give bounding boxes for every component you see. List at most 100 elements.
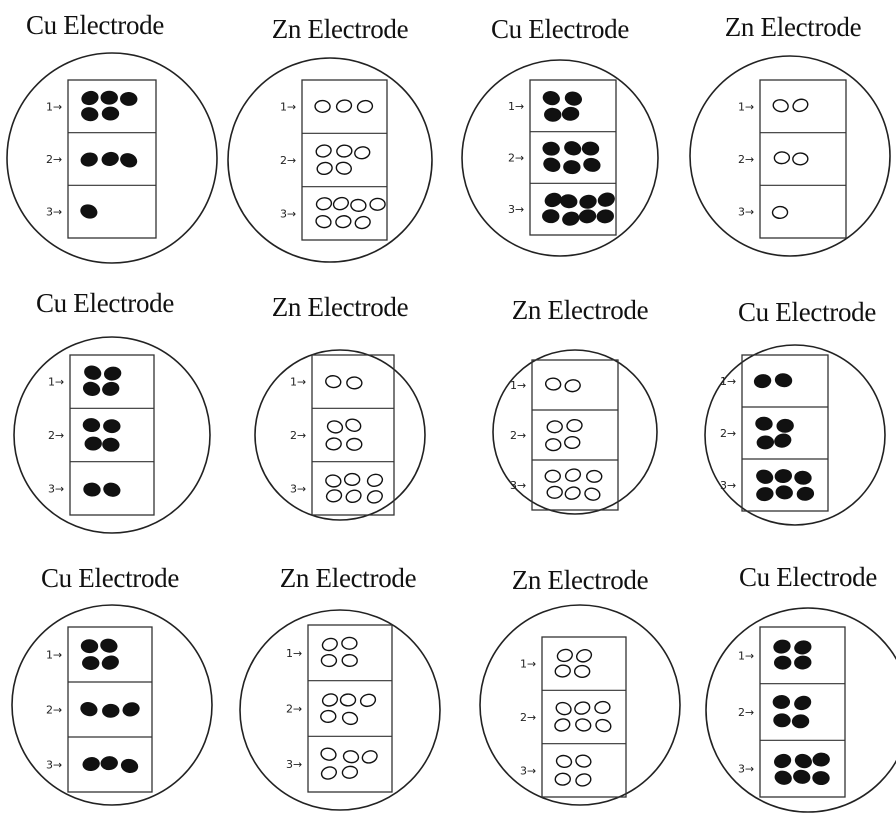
deposit-filled bbox=[794, 753, 813, 770]
row-label: 1→ bbox=[46, 100, 62, 113]
row-label: 3→ bbox=[46, 759, 62, 772]
deposit-outline bbox=[573, 700, 591, 716]
deposit-filled bbox=[773, 639, 791, 654]
deposit-outline bbox=[320, 710, 336, 722]
deposit-outline bbox=[565, 437, 580, 449]
deposit-outline bbox=[345, 473, 360, 485]
deposit-outline bbox=[342, 654, 358, 667]
deposit-outline bbox=[772, 206, 787, 218]
row-label: 1→ bbox=[280, 101, 296, 114]
deposit-filled bbox=[83, 657, 99, 670]
sample-box bbox=[542, 637, 626, 797]
row-label: 3→ bbox=[290, 482, 306, 495]
deposit-filled bbox=[101, 91, 117, 104]
deposit-filled bbox=[82, 756, 100, 771]
deposit-filled bbox=[774, 714, 790, 727]
row-label: 1→ bbox=[738, 100, 754, 113]
panel-title: Zn Electrode bbox=[272, 292, 409, 323]
deposit-filled bbox=[794, 640, 812, 656]
deposit-outline bbox=[341, 711, 359, 726]
row-label: 3→ bbox=[286, 758, 302, 771]
petri-dish: 1→2→3→ bbox=[0, 43, 227, 273]
deposit-filled bbox=[542, 141, 559, 155]
deposit-outline bbox=[344, 417, 362, 433]
deposit-outline bbox=[321, 692, 339, 707]
deposit-filled bbox=[560, 194, 578, 209]
deposit-outline bbox=[547, 420, 563, 433]
deposit-filled bbox=[813, 771, 830, 784]
deposit-outline bbox=[315, 144, 332, 159]
deposit-filled bbox=[101, 756, 118, 770]
deposit-filled bbox=[542, 90, 561, 106]
deposit-filled bbox=[545, 108, 561, 121]
deposit-outline bbox=[774, 151, 790, 164]
deposit-filled bbox=[774, 656, 790, 669]
deposit-outline bbox=[564, 467, 582, 483]
deposit-filled bbox=[83, 482, 100, 496]
deposit-filled bbox=[81, 107, 99, 122]
panel-title: Cu Electrode bbox=[36, 288, 174, 319]
deposit-filled bbox=[103, 482, 122, 498]
deposit-outline bbox=[575, 772, 593, 787]
row-label: 3→ bbox=[738, 206, 754, 219]
deposit-filled bbox=[542, 156, 561, 173]
deposit-filled bbox=[754, 374, 772, 389]
deposit-filled bbox=[777, 419, 794, 433]
deposit-filled bbox=[104, 420, 120, 433]
deposit-outline bbox=[594, 701, 610, 714]
row-label: 1→ bbox=[290, 376, 306, 389]
panel-title: Cu Electrode bbox=[739, 562, 877, 593]
deposit-outline bbox=[332, 196, 350, 212]
deposit-filled bbox=[562, 107, 579, 121]
row-label: 3→ bbox=[738, 763, 754, 776]
deposit-outline bbox=[584, 487, 601, 502]
deposit-outline bbox=[772, 98, 789, 112]
deposit-filled bbox=[103, 704, 119, 717]
row-label: 3→ bbox=[280, 207, 296, 220]
deposit-filled bbox=[794, 656, 811, 670]
deposit-outline bbox=[555, 664, 571, 677]
deposit-outline bbox=[315, 214, 332, 229]
deposit-filled bbox=[563, 140, 582, 157]
deposit-outline bbox=[554, 717, 572, 732]
row-label: 3→ bbox=[46, 206, 62, 219]
petri-dish: 1→2→3→ bbox=[680, 46, 896, 266]
petri-dish: 1→2→3→ bbox=[2, 595, 222, 815]
row-label: 2→ bbox=[46, 704, 62, 717]
deposit-filled bbox=[79, 701, 98, 718]
row-label: 2→ bbox=[510, 429, 526, 442]
panel-title: Cu Electrode bbox=[738, 297, 876, 328]
panel-title: Zn Electrode bbox=[512, 295, 649, 326]
deposit-filled bbox=[773, 695, 789, 708]
deposit-filled bbox=[120, 92, 137, 105]
deposit-filled bbox=[579, 209, 597, 224]
petri-dish: 1→2→3→ bbox=[470, 595, 690, 815]
deposit-filled bbox=[755, 468, 774, 485]
panel-title: Zn Electrode bbox=[512, 565, 649, 596]
panel-title: Zn Electrode bbox=[272, 14, 409, 45]
dish-outline bbox=[240, 610, 440, 810]
row-label: 1→ bbox=[520, 658, 536, 671]
row-label: 3→ bbox=[520, 764, 536, 777]
deposit-filled bbox=[543, 210, 559, 223]
row-label: 2→ bbox=[720, 427, 736, 440]
deposit-filled bbox=[775, 485, 793, 500]
deposit-outline bbox=[325, 375, 342, 389]
deposit-outline bbox=[359, 693, 377, 708]
row-label: 1→ bbox=[720, 375, 736, 388]
deposit-filled bbox=[583, 157, 601, 172]
deposit-filled bbox=[544, 191, 563, 208]
deposit-outline bbox=[366, 473, 383, 488]
petri-dish: 1→2→3→ bbox=[483, 340, 667, 524]
deposit-filled bbox=[757, 436, 774, 449]
dish-outline bbox=[255, 350, 425, 520]
deposit-filled bbox=[83, 364, 102, 381]
row-label: 3→ bbox=[508, 203, 524, 216]
deposit-outline bbox=[321, 655, 336, 667]
deposit-outline bbox=[555, 701, 573, 717]
deposit-outline bbox=[336, 144, 352, 157]
deposit-outline bbox=[791, 97, 809, 113]
deposit-filled bbox=[582, 142, 599, 155]
deposit-outline bbox=[325, 474, 342, 488]
deposit-filled bbox=[792, 715, 809, 728]
